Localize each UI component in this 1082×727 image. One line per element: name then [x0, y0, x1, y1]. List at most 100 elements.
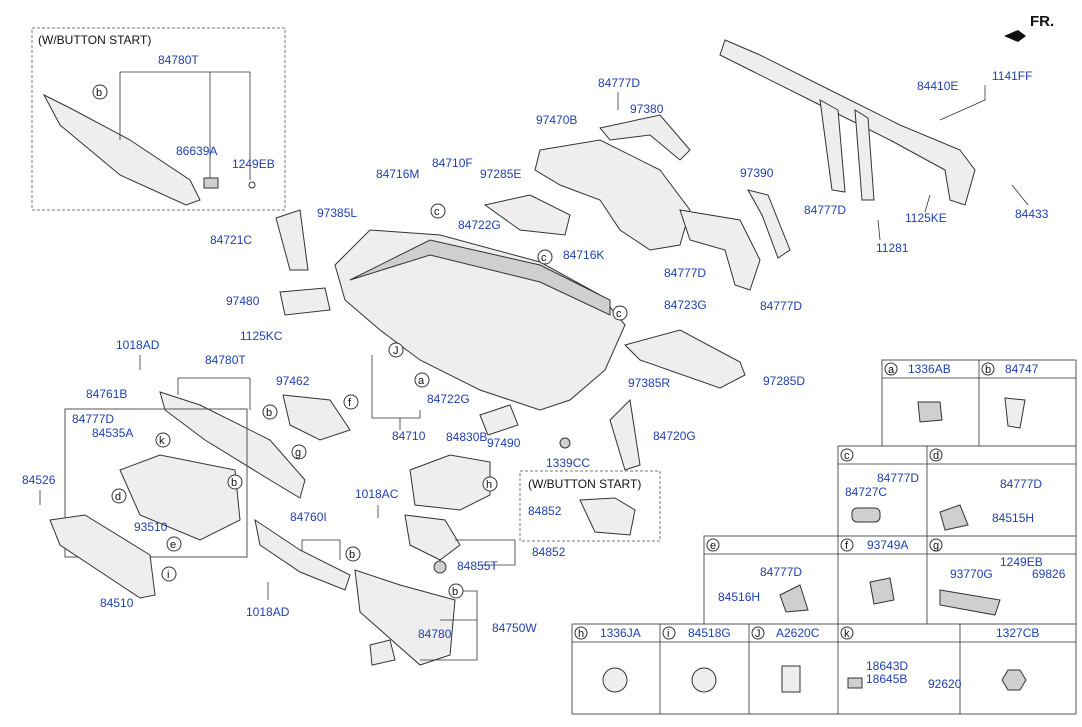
callout-84710f: 84710F: [432, 156, 473, 170]
legend-g-p1: 1249EB: [1000, 555, 1043, 569]
callout-1339cc: 1339CC: [546, 456, 590, 470]
svg-text:i: i: [667, 628, 669, 640]
svg-text:a: a: [888, 364, 895, 376]
lower-facia-84852: [404, 514, 461, 561]
svg-text:e: e: [170, 539, 176, 551]
glove-box-housing: [119, 454, 241, 541]
svg-text:d: d: [933, 450, 939, 462]
legend-h: 1336JA: [600, 626, 641, 640]
fr-arrow-icon: [1004, 30, 1026, 42]
side-panel-84720g: [609, 398, 641, 471]
tray-97285e: [483, 194, 571, 236]
lower-panel-84760i: [254, 518, 351, 591]
center-duct: [534, 139, 691, 251]
callout-97470b: 97470B: [536, 113, 577, 127]
svg-text:e: e: [710, 540, 716, 552]
callout-93510: 93510: [134, 520, 168, 534]
callout-97390: 97390: [740, 166, 774, 180]
air-ducts: 84777D 97470B 97380 97390: [534, 76, 791, 291]
legend-d-p2: 84515H: [992, 511, 1034, 525]
callout-84510: 84510: [100, 596, 134, 610]
callout-84780: 84780: [418, 627, 452, 641]
callout-84777d-2: 84777D: [804, 203, 846, 217]
callout-84780t-mid: 84780T: [205, 353, 246, 367]
legend-b: 84747: [1005, 362, 1039, 376]
svg-text:c: c: [616, 308, 622, 320]
svg-text:a: a: [418, 375, 425, 387]
legend-d-p1: 84777D: [1000, 477, 1042, 491]
callout-97285d: 97285D: [763, 374, 805, 388]
callout-84716k: 84716K: [563, 248, 604, 262]
cluster-area: h 1018AC 84852 84855T (W/BUTTON START) 8…: [354, 454, 661, 666]
callout-84720g: 84720G: [653, 429, 696, 443]
callout-97385l: 97385L: [317, 206, 357, 220]
callout-1125kc: 1125KC: [240, 329, 283, 343]
legend-e-p2: 84516H: [718, 590, 760, 604]
callout-84855t: 84855T: [457, 559, 498, 573]
inset-title-2: (W/BUTTON START): [528, 477, 641, 491]
callout-97285e: 97285E: [480, 167, 521, 181]
crash-pad-assembly: c c c J a 84716M 84710F 97285E 97385L 84…: [210, 156, 805, 471]
legend-e-p1: 84777D: [760, 565, 802, 579]
callout-97385r: 97385R: [628, 376, 670, 390]
callout-84722g-mid: 84722G: [427, 392, 470, 406]
legend-c-p1: 84777D: [877, 471, 919, 485]
callout-84780t-top: 84780T: [158, 53, 199, 67]
svg-text:c: c: [434, 206, 440, 218]
button-start-inset-top: (W/BUTTON START) b 84780T 86639A 1249EB: [31, 27, 286, 211]
svg-text:f: f: [845, 540, 849, 552]
svg-text:c: c: [844, 450, 850, 462]
legend-table: a 1336AB b 84747 c d 84777D 84727C 84777…: [571, 359, 1077, 715]
callout-84852-inset: 84852: [528, 504, 562, 518]
cluster-facia-84830b: [409, 454, 491, 511]
callout-84710: 84710: [392, 429, 426, 443]
lower-trim-84780t: [159, 391, 306, 499]
inset-title: (W/BUTTON START): [38, 33, 151, 47]
svg-text:J: J: [393, 345, 399, 357]
callout-1125ke: 1125KE: [905, 211, 947, 225]
callout-84433: 84433: [1015, 207, 1049, 221]
legend-k-p2: 18645B: [866, 672, 907, 686]
svg-text:k: k: [159, 435, 165, 447]
callout-86639a: 86639A: [176, 144, 217, 158]
svg-text:b: b: [231, 477, 237, 489]
callout-84777d-3: 84777D: [664, 266, 706, 280]
callout-1018ac: 1018AC: [355, 487, 399, 501]
svg-text:g: g: [933, 540, 939, 552]
svg-text:i: i: [167, 569, 169, 581]
callout-84526: 84526: [22, 473, 56, 487]
callout-11281: 11281: [876, 241, 909, 255]
legend-k-p3: 92620: [928, 677, 962, 691]
glove-box-84510: [49, 514, 156, 599]
callout-84761b: 84761B: [86, 387, 127, 401]
callout-84722g-top: 84722G: [458, 218, 501, 232]
legend-i: 84518G: [688, 626, 731, 640]
callout-84723g: 84723G: [664, 298, 707, 312]
callout-84830b: 84830B: [446, 430, 487, 444]
legend-c-p2: 84727C: [845, 485, 887, 499]
svg-text:b: b: [452, 586, 458, 598]
svg-text:b: b: [96, 87, 102, 99]
lower-panel-strip: [42, 93, 201, 206]
crossmember-assembly: 84410E 1141FF 1125KE 84433 11281 84777D: [719, 39, 1049, 255]
center-vent-97462: [282, 394, 351, 441]
svg-text:b: b: [349, 549, 355, 561]
callout-84716m: 84716M: [376, 167, 419, 181]
legend-g-p3: 69826: [1032, 567, 1066, 581]
svg-text:h: h: [578, 628, 584, 640]
callout-84535a: 84535A: [92, 426, 133, 440]
front-direction-indicator: FR.: [1004, 13, 1054, 42]
svg-text:h: h: [486, 479, 492, 491]
callout-97490: 97490: [487, 436, 521, 450]
callout-1018ad-bot: 1018AD: [246, 605, 290, 619]
legend-f: 93749A: [867, 538, 908, 552]
callout-84721c: 84721C: [210, 233, 252, 247]
legend-last: 1327CB: [996, 626, 1039, 640]
callout-1141ff: 1141FF: [992, 69, 1032, 83]
callout-1018ad-top: 1018AD: [116, 338, 160, 352]
svg-text:J: J: [755, 628, 761, 640]
side-vent-97480: [279, 287, 331, 316]
callout-84750w: 84750W: [492, 621, 537, 635]
cowl-crossbar: [719, 39, 976, 206]
